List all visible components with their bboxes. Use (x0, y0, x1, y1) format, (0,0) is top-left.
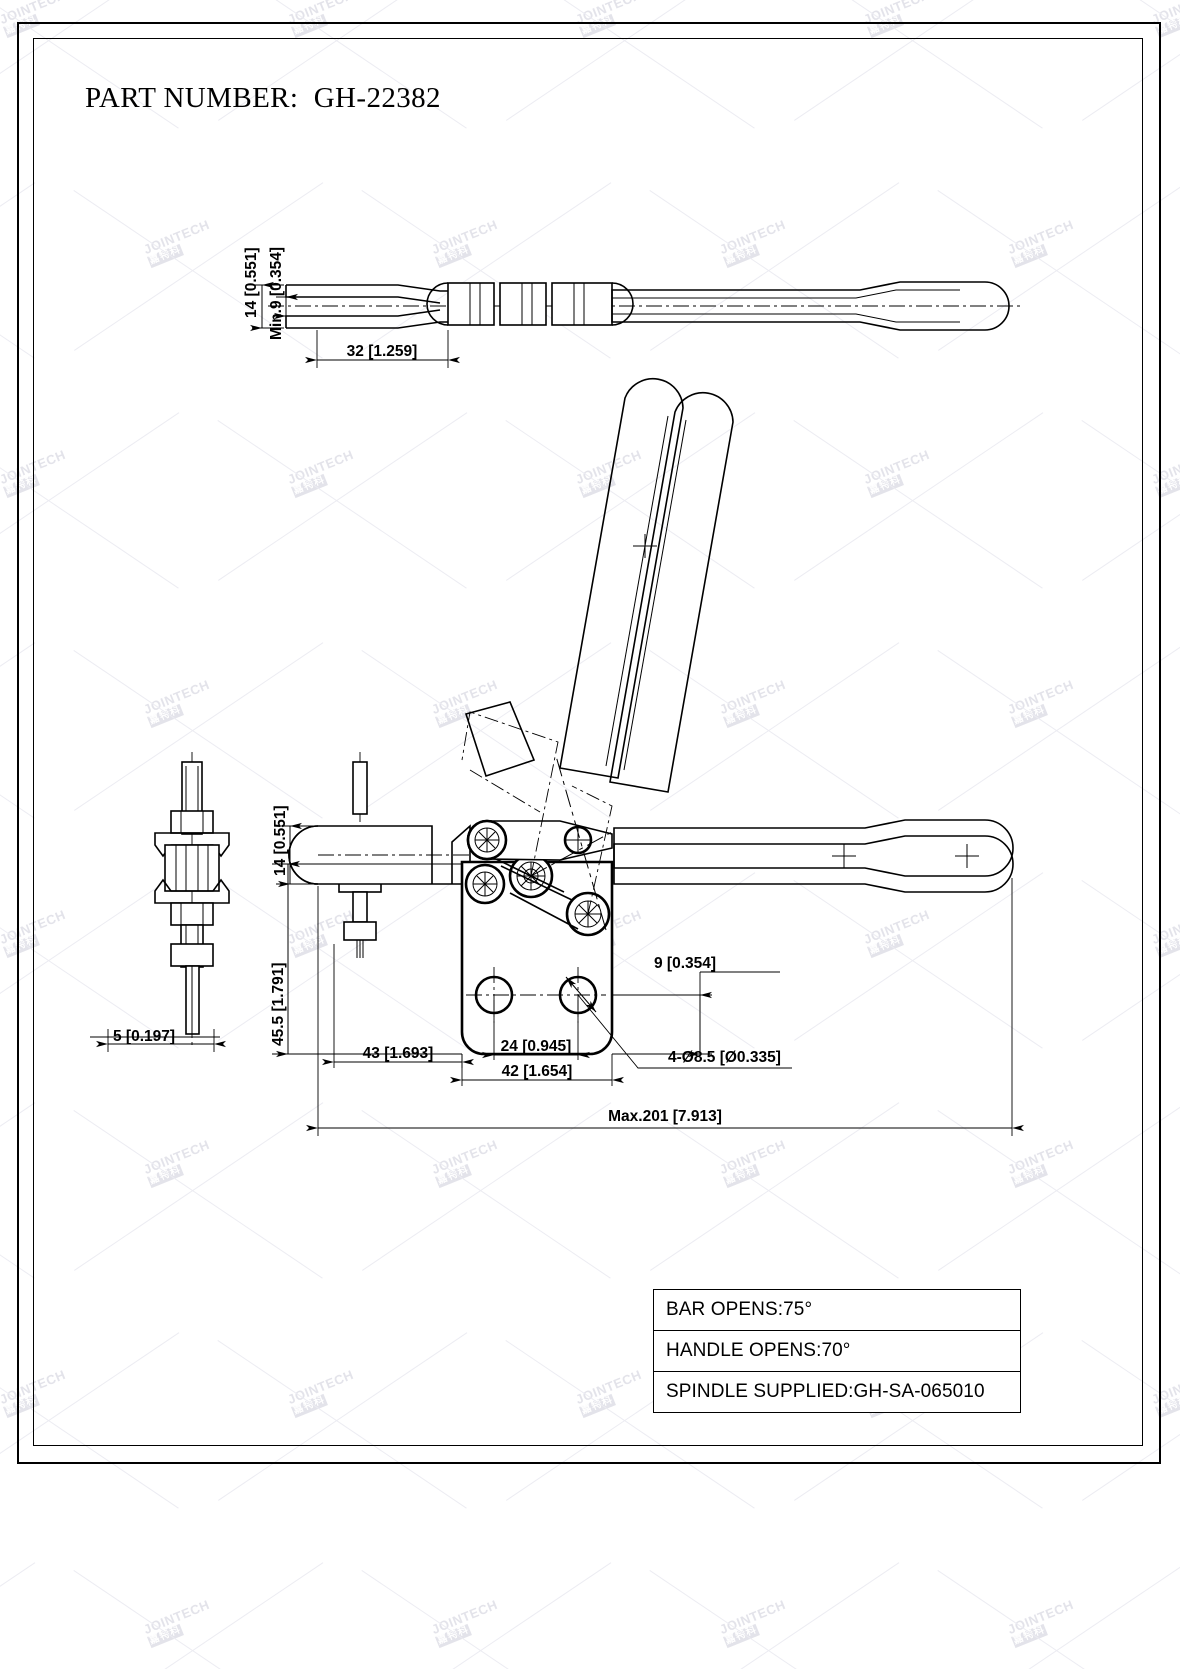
note-mounting-holes: 4-Ø8.5 [Ø0.335] (668, 1049, 781, 1066)
dim-top-min-gap: Min.9 [0.354] (268, 247, 285, 340)
legend-row-bar-opens: BAR OPENS:75° (654, 1290, 1020, 1331)
dim-base-width: 42 [1.654] (502, 1063, 573, 1080)
spindle-detail-view: 5 [0.197] (90, 752, 230, 1052)
border-frame-inner (33, 38, 1143, 1446)
legend-handle-opens-text: HANDLE OPENS:70° (666, 1340, 851, 1361)
part-number-value: GH-22382 (313, 82, 441, 114)
dim-overall-length: Max.201 [7.913] (608, 1108, 722, 1125)
legend-row-spindle-supplied: SPINDLE SUPPLIED:GH-SA-065010 (654, 1372, 1020, 1412)
dim-hole-edge: 9 [0.354] (654, 955, 716, 972)
dim-top-length: 32 [1.259] (347, 343, 418, 360)
dim-bar-thickness: 14 [0.551] (272, 805, 289, 876)
dim-spindle-tip: 5 [0.197] (113, 1028, 175, 1045)
dim-base-offset: 43 [1.693] (363, 1045, 434, 1062)
legend-bar-opens-text: BAR OPENS:75° (666, 1299, 813, 1320)
main-view: 14 [0.551] 45.5 [1.791] 9 [0.354] 24 [0.… (270, 377, 1024, 1136)
dim-base-height: 45.5 [1.791] (270, 962, 287, 1046)
legend-table: BAR OPENS:75° HANDLE OPENS:70° SPINDLE S… (653, 1289, 1021, 1413)
legend-spindle-supplied-text: SPINDLE SUPPLIED:GH-SA-065010 (666, 1381, 985, 1402)
title-label: PART NUMBER: (85, 82, 299, 114)
page-title: PART NUMBER: GH-22382 (85, 82, 441, 115)
dim-top-height: 14 [0.551] (243, 247, 260, 318)
top-view: 14 [0.551] Min.9 [0.354] 32 [1.259] (243, 247, 1020, 368)
dim-hole-spacing: 24 [0.945] (501, 1038, 572, 1055)
legend-row-handle-opens: HANDLE OPENS:70° (654, 1331, 1020, 1372)
